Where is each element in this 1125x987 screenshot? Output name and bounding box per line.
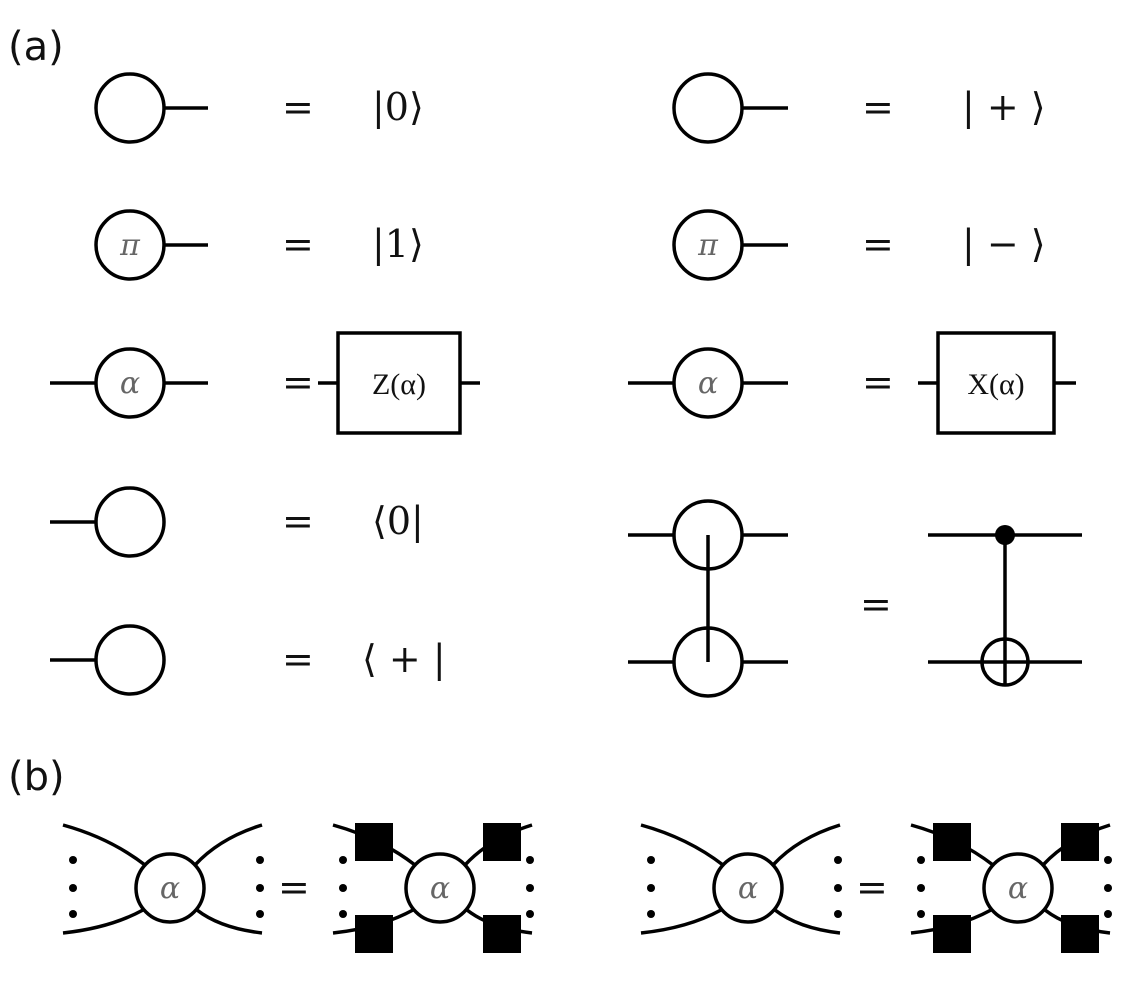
equals-sign: = (862, 360, 894, 404)
pi-label: π (697, 228, 719, 263)
ellipsis-dot-icon (647, 884, 655, 892)
cnot-circuit (928, 525, 1082, 687)
one-ket: |1⟩ (372, 222, 424, 266)
pi-label: π (119, 228, 141, 263)
equals-sign: = (278, 865, 310, 909)
ellipsis-dot-icon (1104, 856, 1112, 864)
alpha-label: α (738, 871, 758, 906)
spider (404, 852, 476, 924)
label-b: (b) (8, 754, 65, 800)
equals-sign: = (862, 85, 894, 129)
hadamard-box-icon (933, 823, 971, 861)
equals-sign: = (860, 582, 892, 626)
spider (982, 852, 1054, 924)
x-gate-label: X(α) (967, 368, 1024, 401)
label-a: (a) (8, 24, 64, 70)
ellipsis-dot-icon (526, 884, 534, 892)
ellipsis-dot-icon (834, 910, 842, 918)
x-spider-pi-minus-ket: π (672, 209, 788, 281)
ellipsis-dot-icon (834, 884, 842, 892)
x-spider-plus-bra (50, 624, 166, 696)
ellipsis-dot-icon (339, 856, 347, 864)
ellipsis-dot-icon (256, 884, 264, 892)
cnot-zx (628, 499, 788, 698)
ellipsis-dot-icon (256, 910, 264, 918)
zero-ket: |0⟩ (372, 85, 424, 129)
hadamard-box-icon (933, 915, 971, 953)
plus-bra: ⟨ + | (362, 637, 446, 681)
plus-ket: | + ⟩ (962, 85, 1046, 129)
alpha-label: α (1008, 871, 1028, 906)
ellipsis-dot-icon (1104, 910, 1112, 918)
x-spider-alpha: α (628, 347, 788, 419)
z-spider-zero-bra (50, 486, 166, 558)
minus-ket: | − ⟩ (962, 222, 1046, 266)
equals-sign: = (282, 637, 314, 681)
equals-sign: = (282, 85, 314, 129)
alpha-label: α (698, 366, 718, 401)
ellipsis-dot-icon (834, 856, 842, 864)
alpha-label: α (120, 366, 140, 401)
hadamard-box-icon (1061, 915, 1099, 953)
equals-sign: = (862, 222, 894, 266)
z-gate: Z(α) (318, 331, 480, 435)
ellipsis-dot-icon (339, 884, 347, 892)
alpha-label: α (430, 871, 450, 906)
x-spider-plus-ket (672, 72, 788, 144)
ellipsis-dot-icon (526, 910, 534, 918)
z-spider-pi-one-ket: π (94, 209, 208, 281)
ellipsis-dot-icon (1104, 884, 1112, 892)
z-spider-zero-ket (94, 72, 208, 144)
hadamard-box-icon (483, 915, 521, 953)
color-change-equation: α = α (640, 823, 1112, 953)
ellipsis-dot-icon (647, 856, 655, 864)
spider (712, 852, 784, 924)
target-oplus-icon (980, 637, 1030, 687)
hadamard-box-icon (483, 823, 521, 861)
equals-sign: = (282, 222, 314, 266)
color-change-equation: α = α (62, 823, 534, 953)
hadamard-box-icon (1061, 823, 1099, 861)
ellipsis-dot-icon (69, 884, 77, 892)
equals-sign: = (282, 499, 314, 543)
ellipsis-dot-icon (69, 910, 77, 918)
ellipsis-dot-icon (917, 884, 925, 892)
equals-sign: = (282, 360, 314, 404)
ellipsis-dot-icon (526, 856, 534, 864)
ellipsis-dot-icon (647, 910, 655, 918)
ellipsis-dot-icon (339, 910, 347, 918)
equals-sign: = (856, 865, 888, 909)
ellipsis-dot-icon (69, 856, 77, 864)
ellipsis-dot-icon (917, 856, 925, 864)
z-spider-alpha: α (50, 347, 208, 419)
zero-bra: ⟨0| (372, 499, 424, 543)
ellipsis-dot-icon (917, 910, 925, 918)
control-dot-icon (995, 525, 1015, 545)
hadamard-box-icon (355, 915, 393, 953)
z-gate-label: Z(α) (372, 368, 426, 401)
x-gate: X(α) (918, 331, 1076, 435)
alpha-label: α (160, 871, 180, 906)
ellipsis-dot-icon (256, 856, 264, 864)
hadamard-box-icon (355, 823, 393, 861)
spider (134, 852, 206, 924)
color-change-rule: α = α α = α (62, 823, 1112, 953)
